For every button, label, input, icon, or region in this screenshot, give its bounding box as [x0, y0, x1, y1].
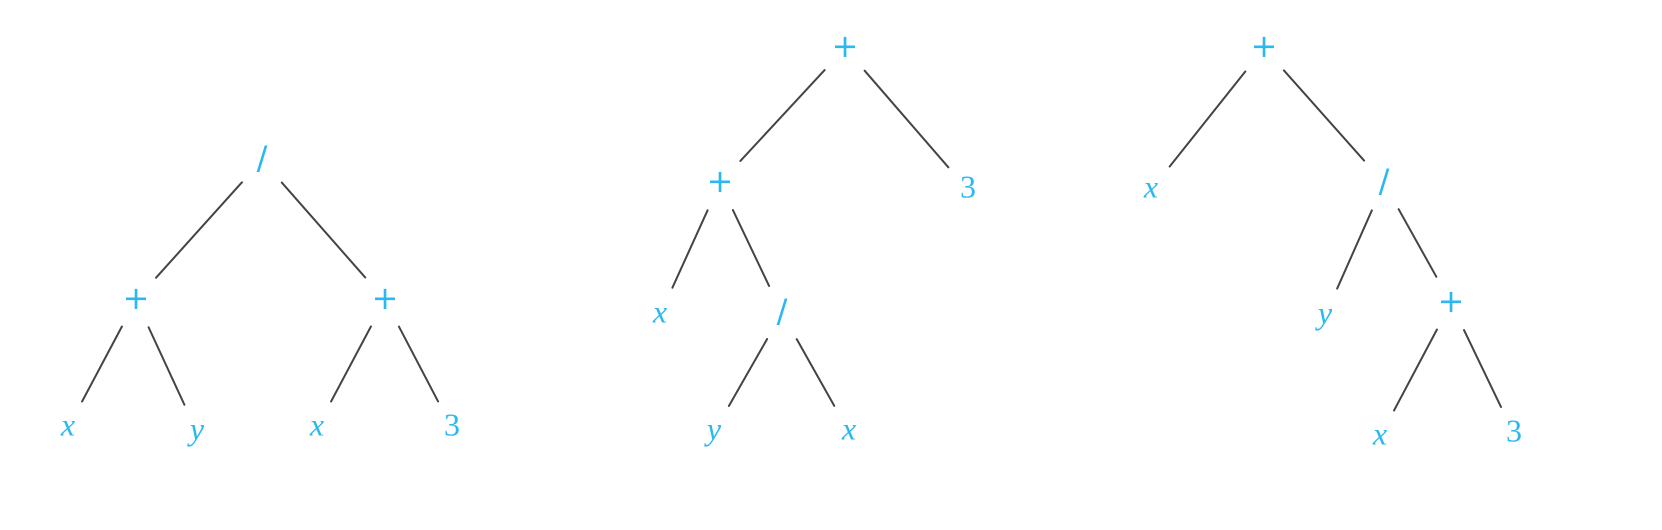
tree-node-variable: x: [841, 410, 856, 446]
tree-node-operator: /: [1379, 162, 1390, 200]
tree-edge: [1393, 328, 1438, 412]
tree-node-operator: +: [372, 279, 399, 317]
tree-edge: [731, 209, 771, 287]
tree-edge: [671, 209, 709, 289]
tree-edge: [1282, 69, 1366, 162]
tree-edge: [155, 181, 243, 279]
tree-node-operator: +: [832, 27, 859, 65]
tree-edge: [147, 326, 186, 406]
tree-node-operator: +: [1438, 282, 1465, 320]
tree-edge: [1397, 208, 1438, 278]
tree-node-variable: y: [704, 410, 722, 446]
tree-node-variable: x: [309, 406, 324, 442]
tree-edge: [330, 325, 372, 403]
tree-node-constant: 3: [444, 406, 460, 442]
tree-node-variable: x: [60, 406, 75, 442]
tree-edge: [727, 338, 769, 407]
tree-edge: [81, 325, 123, 403]
tree-node-operator: /: [257, 139, 268, 177]
tree-node-variable: x: [652, 293, 667, 329]
tree-edge: [1168, 70, 1247, 168]
tree-edge: [739, 69, 826, 162]
tree-node-constant: 3: [1506, 412, 1522, 448]
tree-node-variable: x: [1143, 168, 1158, 204]
tree-edge: [795, 338, 836, 407]
tree-node-variable: y: [1315, 294, 1333, 330]
tree-node-variable: x: [1372, 415, 1387, 451]
tree-node-constant: 3: [960, 168, 976, 204]
tree-edge: [1463, 329, 1502, 408]
tree-node-operator: +: [123, 279, 150, 317]
tree-node-operator: +: [707, 162, 734, 200]
expression-tree-2: + +3 x / y x: [652, 27, 976, 446]
tree-node-operator: +: [1251, 27, 1278, 65]
tree-edge: [397, 325, 440, 403]
expression-tree-1: / + + x y x 3: [60, 139, 460, 446]
tree-edge: [1336, 209, 1373, 290]
expression-tree-3: + x / y + x 3: [1143, 27, 1522, 451]
tree-node-variable: y: [187, 410, 205, 446]
tree-edge: [280, 181, 367, 279]
tree-node-operator: /: [777, 292, 788, 330]
tree-edge: [863, 69, 950, 169]
